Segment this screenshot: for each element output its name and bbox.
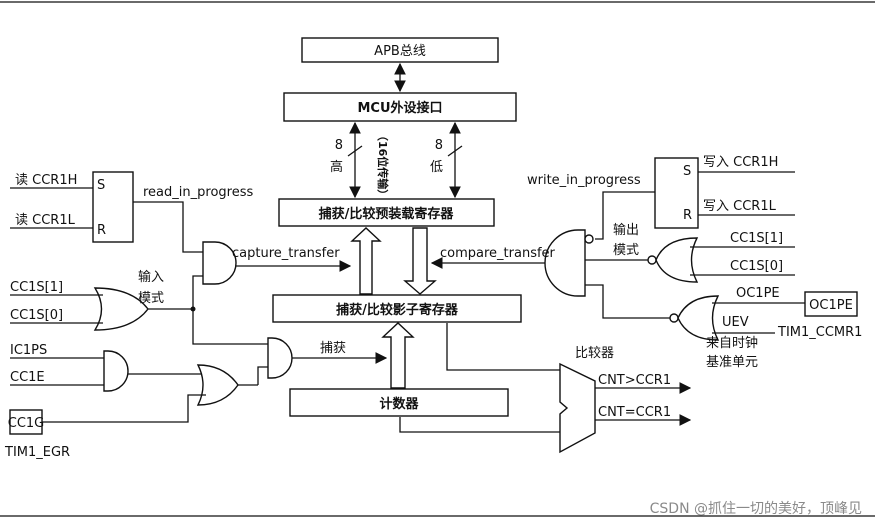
compare-transfer-label: compare_transfer [440, 246, 556, 261]
capture-hollow-arrow [350, 227, 382, 295]
shadow-register-block: 捕获/比较影子寄存器 [272, 294, 522, 323]
cnt-gt-label: CNT>CCR1 [598, 373, 671, 388]
mcu-interface-label: MCU外设接口 [357, 100, 442, 116]
compare-hollow-arrow [403, 227, 437, 295]
counter-label: 计数器 [379, 396, 419, 412]
cnt-eq-label: CNT=CCR1 [598, 405, 671, 420]
low-byte-label: 低 [430, 160, 443, 175]
write-ccr1h-label: 写入 CCR1H [703, 155, 778, 170]
cc1s0-left-label: CC1S[0] [10, 308, 63, 323]
oc1pe-inverter [669, 313, 679, 323]
capture-enable-and-gate [267, 337, 293, 379]
left-ff-s-pin: S [97, 178, 105, 193]
cc1g-box: CC1G [8, 409, 45, 435]
high-bus-slash [347, 145, 363, 157]
comparator-label: 比较器 [575, 346, 614, 361]
write-in-progress-wire [595, 191, 655, 240]
ic1ps-cc1e-and-gate [103, 350, 129, 392]
right-sr-flipflop: S R [654, 157, 699, 229]
preload-register-label: 捕获/比较预装载寄存器 [319, 206, 455, 222]
apb-bus-block: APB总线 [301, 37, 499, 63]
left-sr-flipflop: S R [92, 171, 134, 243]
csdn-watermark: CSDN @抓住一切的美好，顶峰见 [650, 501, 862, 517]
counter-hollow-arrow [381, 322, 415, 389]
cc1g-label: CC1G [8, 416, 45, 431]
cc1s1-right-label: CC1S[1] [730, 231, 783, 246]
uev-source-label-1: 来自时钟 [706, 335, 758, 351]
shadow-to-comparator [446, 323, 560, 371]
read-ccr1h-label: 读 CCR1H [15, 173, 77, 188]
input-mode-or-gate [93, 287, 149, 331]
write-ccr1l-label: 写入 CCR1L [703, 199, 777, 214]
cc1s0-right-label: CC1S[0] [730, 259, 783, 274]
right-ff-s-pin: S [683, 164, 691, 179]
oc1pe-box-label: OC1PE [809, 298, 853, 313]
input-mode-label-1: 输入 [138, 269, 164, 285]
mcu-interface-block: MCU外设接口 [283, 92, 517, 122]
compare-and-gate [544, 229, 586, 297]
comparator-block [559, 362, 596, 454]
cc1s1-left-label: CC1S[1] [10, 280, 63, 295]
low-bus-slash [447, 145, 463, 157]
left-ff-r-pin: R [97, 223, 106, 238]
preload-register-block: 捕获/比较预装载寄存器 [278, 198, 495, 227]
oc1pe-nor-gate [677, 295, 720, 341]
shadow-register-label: 捕获/比较影子寄存器 [336, 302, 459, 318]
output-mode-inverter [647, 255, 657, 265]
capture-label: 捕获 [320, 340, 346, 356]
high-byte-label: 高 [330, 159, 343, 175]
counter-to-comparator [399, 417, 560, 433]
read-in-progress-label: read_in_progress [143, 185, 253, 200]
counter-block: 计数器 [289, 388, 509, 417]
tim1-ccmr1-label: TIM1_CCMR1 [777, 325, 862, 340]
cc1e-label: CC1E [10, 370, 45, 385]
output-mode-label-2: 模式 [613, 243, 639, 258]
input-mode-label-2: 模式 [138, 291, 164, 306]
tim1-egr-label: TIM1_EGR [4, 445, 70, 460]
write-in-progress-inverter [584, 234, 594, 244]
ic1ps-label: IC1PS [10, 343, 47, 358]
oc1pe-pin-label: OC1PE [736, 286, 780, 301]
read-ccr1l-label: 读 CCR1L [15, 213, 76, 228]
low-bus-width: 8 [435, 138, 443, 153]
oc1pe-box: OC1PE [804, 291, 858, 317]
write-in-progress-label: write_in_progress [527, 173, 641, 188]
capture-transfer-label: capture_transfer [232, 246, 340, 261]
output-mode-label-1: 输出 [613, 222, 639, 238]
transfer-note: （16位传输） [376, 130, 390, 200]
uev-label: UEV [722, 315, 749, 330]
right-ff-r-pin: R [683, 208, 692, 223]
high-bus-width: 8 [335, 138, 343, 153]
capture-and-gate [202, 241, 237, 285]
uev-source-label-2: 基准单元 [706, 355, 758, 370]
read-in-progress-wire [133, 201, 203, 253]
cc1g-or-gate [196, 364, 239, 406]
apb-bus-label: APB总线 [374, 44, 426, 59]
output-mode-nor-gate [655, 237, 699, 283]
